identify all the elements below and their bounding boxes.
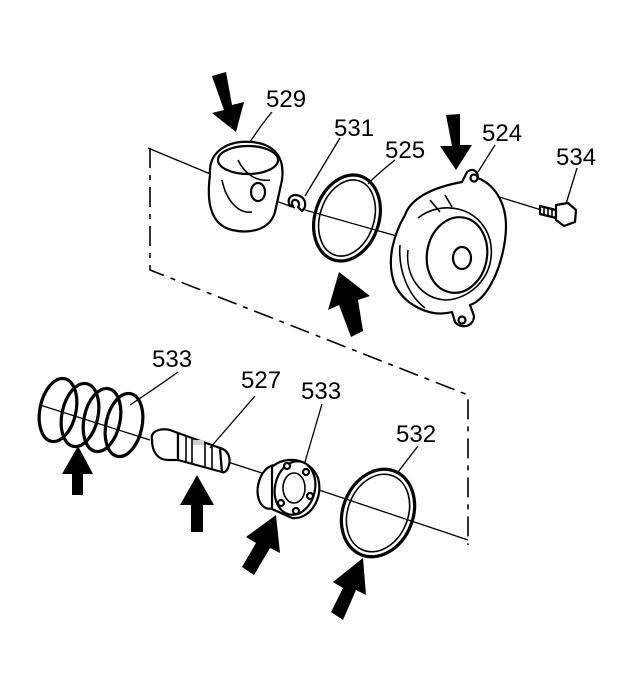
callout-524: 524 xyxy=(482,120,522,147)
callout-525: 525 xyxy=(385,137,425,164)
callout-532: 532 xyxy=(396,421,436,448)
arrow-icon xyxy=(180,475,214,532)
callout-533-springs: 533 xyxy=(152,346,192,373)
leader-lines xyxy=(129,111,578,473)
arrow-icon xyxy=(331,558,366,620)
part-527-valve xyxy=(150,428,231,474)
location-arrows xyxy=(62,72,472,620)
callout-531: 531 xyxy=(334,115,374,142)
part-525-seal-ring xyxy=(312,173,382,263)
part-532-seal-ring xyxy=(339,467,417,559)
callout-labels: 529 531 525 524 534 533 527 533 532 xyxy=(152,86,596,448)
part-533-plug xyxy=(256,458,321,520)
arrow-icon xyxy=(242,515,280,575)
dash-dot-boundary xyxy=(149,148,469,545)
arrow-icon xyxy=(440,114,472,170)
callout-533-plug: 533 xyxy=(301,378,341,405)
part-534-bolt xyxy=(538,201,578,228)
callout-529: 529 xyxy=(266,86,306,113)
part-531-snap-ring xyxy=(287,194,307,213)
arrow-icon xyxy=(212,72,244,132)
part-529-piston xyxy=(207,140,284,233)
arrow-icon xyxy=(62,446,93,495)
part-524-cover xyxy=(389,168,508,328)
callout-527: 527 xyxy=(241,367,281,394)
callout-534: 534 xyxy=(556,144,596,171)
arrow-icon xyxy=(328,272,370,337)
part-533-springs xyxy=(37,376,145,459)
